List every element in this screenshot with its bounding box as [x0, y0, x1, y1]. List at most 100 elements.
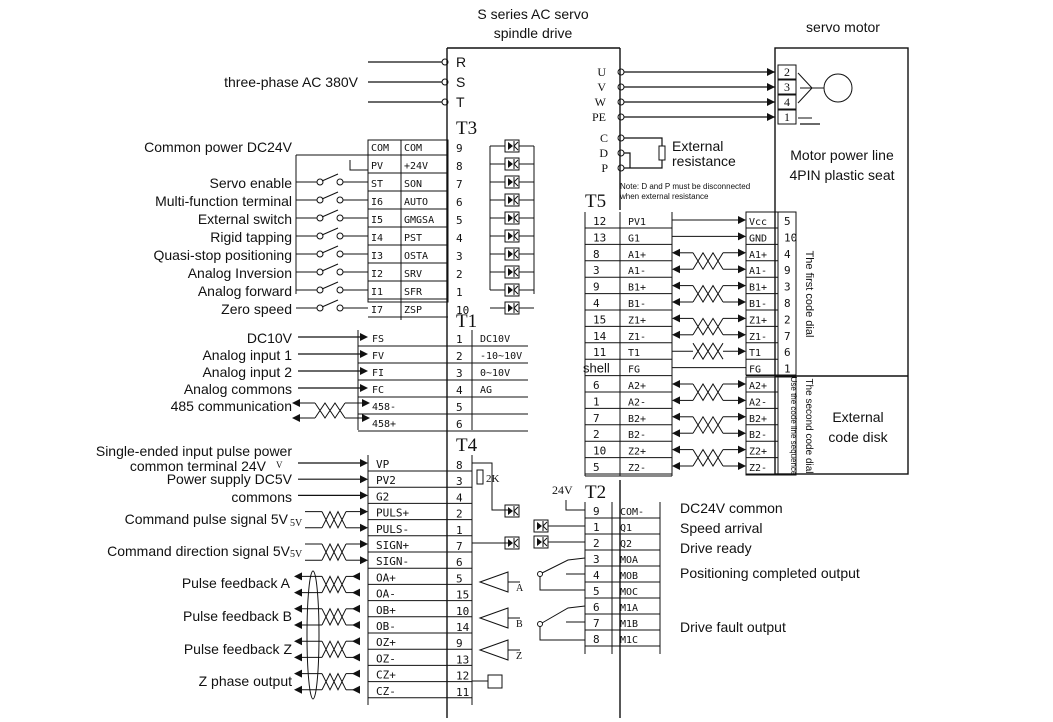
t4-label: Pulse feedback Z [184, 641, 293, 657]
t4-out-arrow [352, 685, 360, 694]
t5-pin: 8 [593, 248, 600, 261]
t5-motor-signal: FG [749, 365, 761, 376]
t4-v-mark: V [276, 460, 283, 470]
t5-twisted-pair [692, 251, 724, 271]
t1-note: AG [480, 385, 492, 396]
optocoupler-lead [513, 213, 519, 219]
t5-arrow [738, 314, 746, 323]
t5-arrow [738, 380, 746, 388]
switch-blade [321, 173, 339, 182]
t5-motor-signal: Vcc [749, 217, 767, 228]
t4-signal: CZ- [376, 685, 396, 698]
terminal-circle [617, 113, 625, 121]
t2-pin: 5 [593, 585, 600, 598]
t4-5v-mark: 5V [290, 549, 303, 560]
optocoupler-diode [508, 178, 513, 186]
t2-q1-optocoupler [533, 519, 549, 533]
t4-twisted-pair [321, 672, 347, 691]
t5-twisted-pair [692, 383, 724, 402]
drive-title-1: S series AC servo [477, 6, 588, 22]
t3-label: Rigid tapping [210, 229, 292, 245]
t4-pin: 14 [456, 621, 470, 634]
switch-contact [336, 214, 344, 222]
t1-signal: FS [372, 334, 384, 345]
t4-pin: 6 [456, 556, 463, 569]
t5-signal: FG [628, 365, 640, 376]
t5-arrow [738, 412, 746, 421]
switch-contact [336, 178, 344, 186]
t4-out-arrow [352, 669, 360, 678]
motor-title: servo motor [806, 19, 880, 35]
t4-pin: 5 [456, 572, 463, 585]
t1-title: T1 [456, 311, 477, 332]
t4-out-arrow [352, 572, 360, 581]
t4-out-arrow [294, 604, 302, 613]
t4-twisted-pair [321, 542, 347, 562]
optocoupler-diode [508, 539, 513, 547]
t2-pin: 1 [593, 521, 600, 534]
t4-out-arrow [294, 637, 302, 646]
t3-optocoupler [504, 247, 520, 261]
t2-label: Drive fault output [680, 619, 786, 635]
t4-out-arrow [352, 604, 360, 613]
t4-pin: 2 [456, 508, 463, 521]
t5-motor-signal: Z1- [749, 332, 767, 343]
t4-pulse-link [472, 462, 510, 511]
t4-signal: VP [376, 458, 390, 471]
t5-motor-pin: 4 [784, 248, 791, 261]
t1-signal: FI [372, 368, 384, 379]
optocoupler-lead [513, 145, 519, 151]
t5-motor-signal: A2+ [749, 381, 767, 392]
t2-signal: MOC [620, 587, 638, 598]
t4-label: Command pulse signal 5V [125, 511, 289, 527]
terminal-p: P [601, 161, 608, 175]
t4-signal: SIGN- [376, 555, 409, 568]
t1-485-arrow [362, 414, 370, 422]
t4-5v-mark: 5V [290, 518, 303, 529]
switch-blade [321, 281, 339, 290]
t5-arrow [672, 248, 680, 257]
t4-line-driver [478, 607, 509, 629]
t2-signal: M1B [620, 619, 638, 630]
optocoupler-lead [542, 521, 548, 527]
optocoupler-lead [513, 285, 519, 291]
t5-pin: 2 [593, 428, 600, 441]
terminal-circle [617, 83, 625, 91]
t1-arrow [360, 384, 368, 392]
optocoupler-diode [508, 507, 513, 515]
t5-signal: A1- [628, 266, 646, 277]
optocoupler-diode [508, 286, 513, 294]
t5-signal: B2+ [628, 414, 646, 425]
optocoupler-lead [513, 199, 519, 205]
t5-twisted-pair [692, 342, 724, 361]
switch-contact [316, 196, 324, 204]
t5-arrow [672, 330, 680, 339]
t5-motor-signal: GND [749, 233, 767, 244]
t5-arrow [738, 248, 746, 257]
motor-power-seat: 4PIN plastic seat [789, 167, 894, 183]
t3-label: Quasi-stop positioning [153, 247, 292, 263]
motor-wire-arrow [767, 113, 775, 121]
t5-arrow [738, 265, 746, 274]
t4-label: Pulse feedback B [183, 608, 292, 624]
t2-signal: MOA [620, 555, 638, 566]
t5-motor-pin: 9 [784, 264, 791, 277]
optocoupler-lead [513, 159, 519, 165]
t2-com-wire [565, 500, 585, 511]
t3-label: Zero speed [221, 301, 292, 317]
t3-function: GMGSA [404, 215, 434, 226]
t3-label: Servo enable [209, 175, 292, 191]
switch-contact [336, 304, 344, 312]
t5-motor-pin: 2 [784, 313, 791, 326]
t3-pin: 1 [456, 286, 463, 299]
t5-signal: A2+ [628, 381, 646, 392]
t4-label: Power supply DC5V [167, 471, 293, 487]
t4-arrow [360, 491, 368, 500]
t5-pin: 4 [593, 297, 600, 310]
t2-pin: 2 [593, 537, 600, 550]
t1-pin: 4 [456, 384, 463, 397]
t3-signal: COM [371, 143, 389, 154]
t4-out-arrow [352, 621, 360, 629]
t4-signal: PV2 [376, 474, 396, 487]
